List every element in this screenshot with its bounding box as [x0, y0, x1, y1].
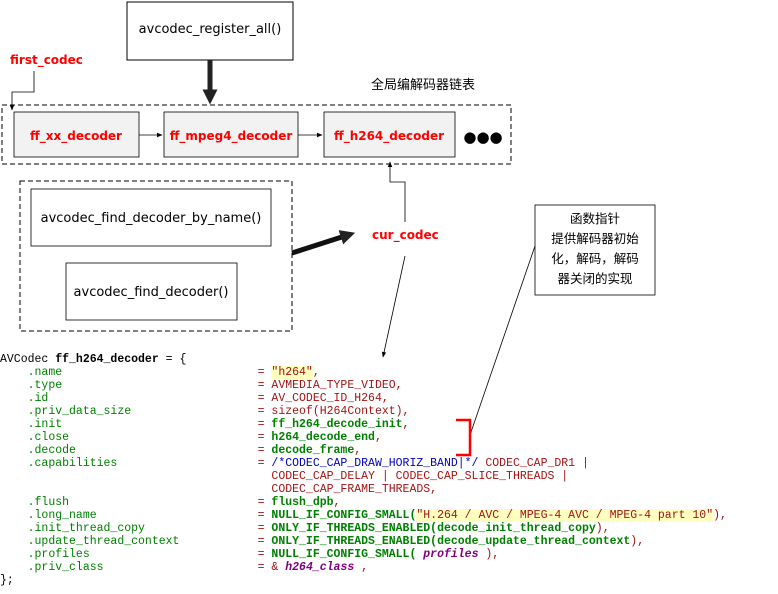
- code-line-capabilities: .capabilities= /*CODEC_CAP_DRAW_HORIZ_BA…: [27, 457, 589, 470]
- callout-line-2: 提供解码器初始: [551, 231, 639, 246]
- code-listing: AVCodec ff_h264_decoder = { .name= "h264…: [0, 353, 778, 587]
- code-line-long-name: .long_name= NULL_IF_CONFIG_SMALL("H.264 …: [27, 509, 727, 522]
- cur-codec-pointer-up: [387, 161, 406, 222]
- callout-line-1: 函数指针: [570, 211, 620, 226]
- function-pointer-bracket: [456, 418, 472, 457]
- first-codec-pointer: [9, 71, 35, 111]
- find-arrow: [291, 230, 356, 256]
- find-functions-group: [19, 180, 293, 332]
- cur-codec-label: cur_codec: [372, 228, 439, 243]
- decoder-label-xx: ff_xx_decoder: [30, 129, 122, 144]
- code-line-close-brace: };: [0, 574, 14, 587]
- cur-codec-pointer-down: [381, 255, 406, 358]
- register-all-box: [126, 1, 294, 61]
- find-by-name-label: avcodec_find_decoder_by_name(): [41, 211, 262, 226]
- code-line-capabilities-3: CODEC_CAP_FRAME_THREADS,: [271, 483, 438, 496]
- code-line-decode: .decode= decode_frame,: [27, 444, 362, 457]
- code-line-init-thread-copy: .init_thread_copy= ONLY_IF_THREADS_ENABL…: [27, 522, 610, 535]
- code-line-decl: AVCodec ff_h264_decoder = {: [0, 353, 187, 366]
- find-decoder-label: avcodec_find_decoder(): [74, 285, 229, 300]
- code-line-update-thread-context: .update_thread_context= ONLY_IF_THREADS_…: [27, 535, 645, 548]
- decoder-box-h264: [323, 111, 456, 158]
- find-by-name-box: [30, 188, 272, 247]
- decoder-box-mpeg4: [163, 111, 299, 158]
- decoder-label-mpeg4: ff_mpeg4_decoder: [170, 129, 293, 144]
- callout-pointer: [469, 245, 536, 436]
- callout-box: [534, 204, 656, 296]
- find-decoder-box: [65, 262, 238, 321]
- decoder-label-h264: ff_h264_decoder: [334, 129, 444, 144]
- code-line-profiles: .profiles= NULL_IF_CONFIG_SMALL( profile…: [27, 548, 500, 561]
- register-all-label: avcodec_register_all(): [139, 22, 282, 37]
- code-line-priv-class: .priv_class= & h264_class ,: [27, 561, 369, 574]
- code-line-priv-size: .priv_data_size= sizeof(H264Context),: [27, 405, 410, 418]
- decoder-box-xx: [13, 111, 140, 158]
- list-title: 全局编解码器链表: [371, 77, 475, 93]
- code-line-close: .close= h264_decode_end,: [27, 431, 382, 444]
- code-line-capabilities-2: CODEC_CAP_DELAY | CODEC_CAP_SLICE_THREAD…: [271, 470, 569, 483]
- first-codec-label: first_codec: [10, 53, 83, 68]
- callout-line-4: 器关闭的实现: [557, 271, 632, 286]
- global-codec-list: [1, 104, 512, 165]
- code-line-name: .name= "h264",: [27, 366, 320, 379]
- code-line-flush: .flush= flush_dpb,: [27, 496, 341, 509]
- code-line-init: .init= ff_h264_decode_init,: [27, 418, 410, 431]
- code-line-id: .id= AV_CODEC_ID_H264,: [27, 392, 389, 405]
- list-ellipsis: ●●●: [463, 128, 502, 146]
- callout-line-3: 化，解码，解码: [551, 251, 639, 266]
- code-line-type: .type= AVMEDIA_TYPE_VIDEO,: [27, 379, 403, 392]
